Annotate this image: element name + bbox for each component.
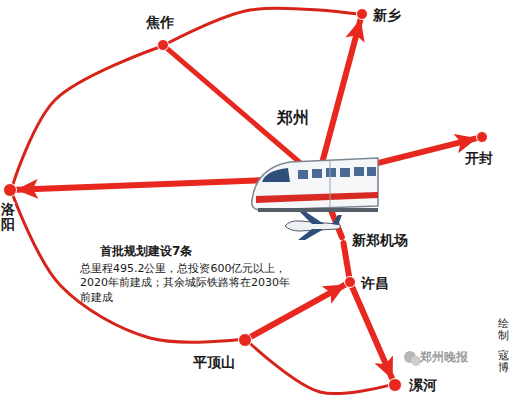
city-name: 许昌 xyxy=(359,275,391,291)
train-illustration xyxy=(252,158,378,212)
rail-arrow xyxy=(352,287,392,378)
hub-point: 新郑机场 xyxy=(340,237,346,243)
city-name: 平顶山 xyxy=(191,354,237,370)
watermark: 郑州晚报 xyxy=(420,350,468,366)
rail-arrow xyxy=(320,183,342,238)
city-name: 漯河 xyxy=(407,377,439,393)
rail-arc xyxy=(169,8,356,43)
rail-arrow xyxy=(17,178,313,190)
rail-arrow xyxy=(251,285,345,337)
city-name: 开封 xyxy=(463,150,495,166)
city-dot: 洛阳 xyxy=(3,183,17,197)
city-name: 郑州 xyxy=(275,109,311,127)
city-dot: 平顶山 xyxy=(238,333,252,347)
credit-note: 绘制 xyxy=(498,318,509,342)
city-dot: 焦作 xyxy=(157,39,169,51)
city-name: 新乡 xyxy=(371,7,403,23)
wechat-icon xyxy=(404,351,421,366)
note-text: 总里程495.2公里，总投资600亿元以上，2020年前建成；其余城际铁路将在2… xyxy=(80,262,292,305)
city-dot: 许昌 xyxy=(344,276,356,288)
credit-note: 寇博 xyxy=(498,350,509,374)
city-dot: 开封 xyxy=(476,131,488,143)
rail-arc xyxy=(13,48,158,184)
rail-arrow xyxy=(323,138,476,176)
hub-point: 郑州 xyxy=(313,173,323,183)
rail-arrow xyxy=(168,49,315,175)
city-dot: 新乡 xyxy=(356,8,368,20)
city-dot: 漯河 xyxy=(388,378,402,392)
city-name: 焦作 xyxy=(144,14,176,30)
rail-arrow xyxy=(343,243,349,276)
city-name: 洛阳 xyxy=(1,202,15,233)
note-text: 首批规划建设7条 xyxy=(100,244,290,260)
city-name: 新郑机场 xyxy=(350,232,410,248)
rail-arc xyxy=(251,344,388,394)
airplane-illustration xyxy=(285,212,342,240)
rail-arrow xyxy=(319,20,360,173)
